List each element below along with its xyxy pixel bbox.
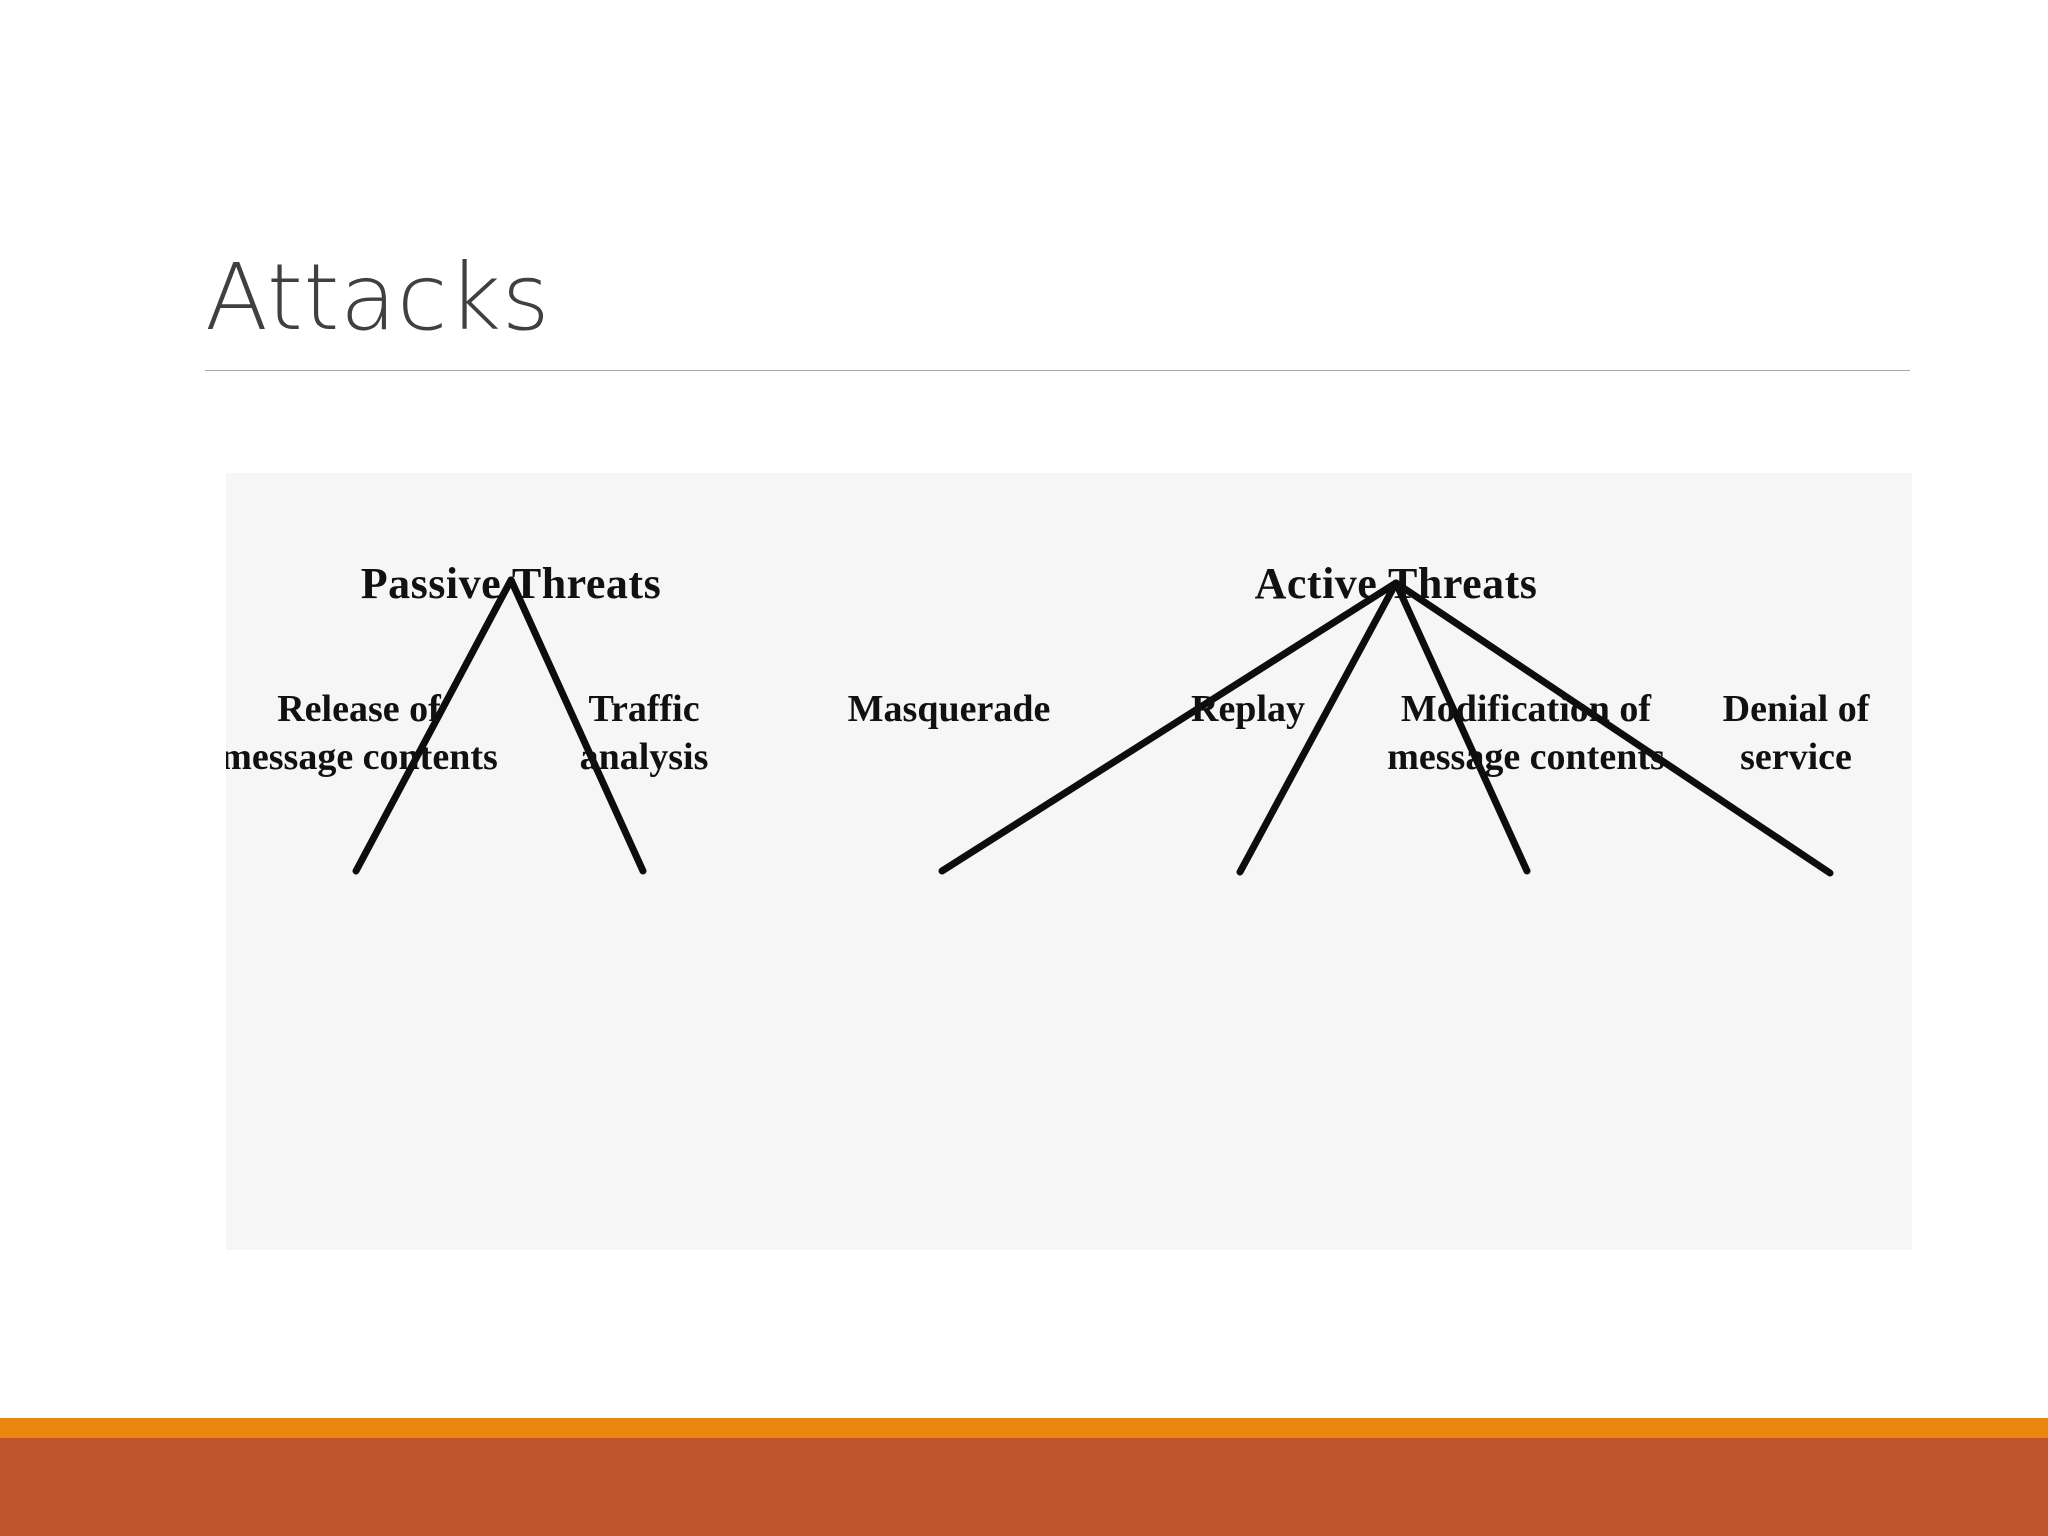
active-leaf-4-line1: Denial of	[1723, 688, 1871, 730]
active-leaf-modification-of-message-contents: Modification of message contents	[1387, 688, 1665, 778]
page-title: Attacks	[205, 244, 551, 351]
connector-passive-right	[507, 576, 647, 875]
active-leaf-4-line2: service	[1740, 736, 1852, 778]
passive-leaf-release-of-message-contents: Release of message contents	[226, 688, 498, 778]
passive-leaf-2-line1: Traffic	[588, 688, 699, 730]
active-leaf-3-line2: message contents	[1387, 736, 1665, 778]
connector-active-1	[938, 579, 1400, 875]
active-threats-connectors	[938, 579, 1834, 877]
active-threats-group: Active Threats Masquerade Replay Modi	[848, 559, 1871, 877]
passive-leaf-1-line1: Release of	[277, 688, 442, 730]
title-block: Attacks	[205, 252, 1910, 371]
connector-active-4	[1392, 579, 1834, 877]
active-leaf-2-line1: Replay	[1191, 688, 1305, 730]
connector-active-2	[1236, 579, 1400, 876]
passive-leaf-traffic-analysis: Traffic analysis	[580, 688, 709, 778]
passive-leaf-1-line2: message contents	[226, 736, 498, 778]
connector-active-3	[1392, 579, 1531, 875]
footer-accent-bar-bottom	[0, 1438, 2048, 1536]
active-leaf-denial-of-service: Denial of service	[1723, 688, 1871, 778]
attack-taxonomy-diagram: Passive Threats Release of message conte…	[226, 473, 1912, 1250]
passive-threats-group: Passive Threats Release of message conte…	[226, 559, 709, 875]
active-leaf-3-line1: Modification of	[1401, 688, 1652, 730]
active-leaf-1-line1: Masquerade	[848, 688, 1051, 730]
footer-accent-bar-top	[0, 1418, 2048, 1438]
title-divider	[205, 370, 1910, 371]
passive-threats-connectors	[352, 576, 647, 875]
active-leaf-masquerade: Masquerade	[848, 688, 1051, 730]
active-leaf-replay: Replay	[1191, 688, 1305, 730]
passive-leaf-2-line2: analysis	[580, 736, 709, 778]
connector-passive-left	[352, 576, 515, 875]
